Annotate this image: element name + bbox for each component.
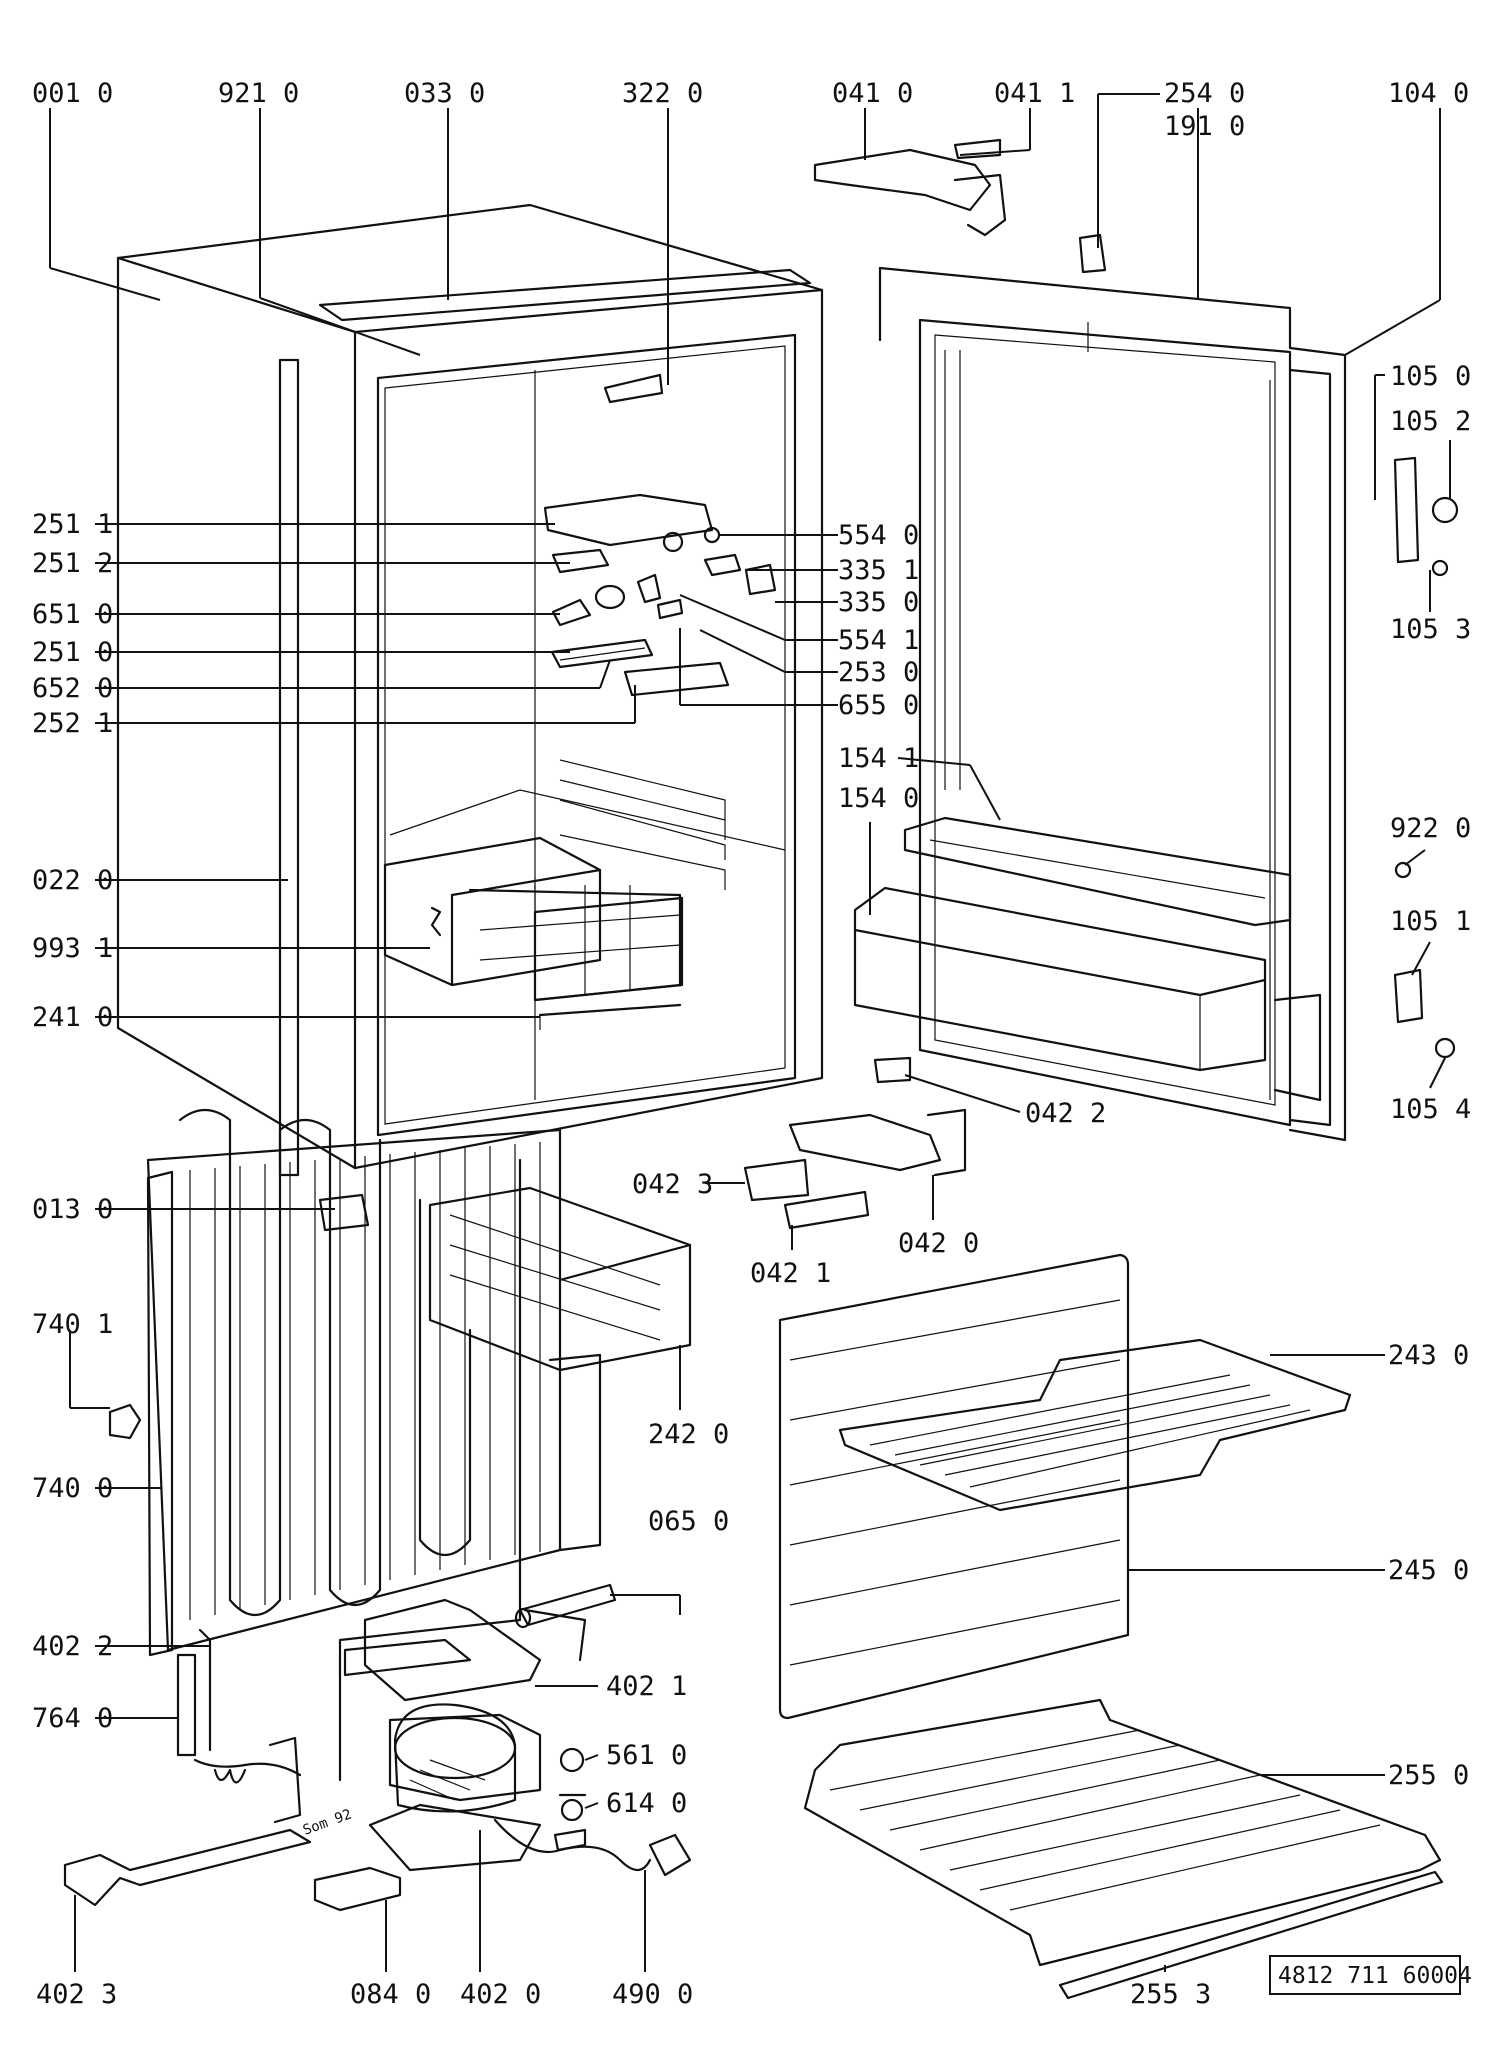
small-compressor-parts — [553, 1747, 587, 1852]
glass-shelf — [778, 1253, 1130, 1720]
label-042-0: 042 0 — [898, 1228, 979, 1259]
compressor-bracket — [363, 1598, 587, 1702]
label-042-1: 042 1 — [750, 1258, 831, 1289]
label-561-0: 561 0 — [606, 1740, 687, 1771]
reference-number-box: 4812 711 60004 — [1269, 1955, 1472, 1995]
support-rail — [63, 1736, 312, 1907]
label-001-0: 001 0 — [32, 78, 113, 109]
label-335-1: 335 1 — [838, 555, 919, 586]
label-651-0: 651 0 — [32, 599, 113, 630]
label-255-0: 255 0 — [1388, 1760, 1469, 1791]
leader-lines — [49, 93, 1451, 1972]
drier-tube — [514, 1583, 617, 1629]
cabinet — [116, 203, 824, 1177]
part-labels: 001 0 921 0 033 0 322 0 041 0 041 1 254 … — [32, 78, 1471, 2010]
label-252-1: 252 1 — [32, 708, 113, 739]
label-740-1: 740 1 — [32, 1309, 113, 1340]
label-104-0: 104 0 — [1388, 78, 1469, 109]
label-251-2: 251 2 — [32, 548, 113, 579]
label-105-1: 105 1 — [1390, 906, 1471, 937]
label-764-0: 764 0 — [32, 1703, 113, 1734]
condenser — [108, 1108, 602, 1782]
label-084-0: 084 0 — [350, 1979, 431, 2010]
label-322-0: 322 0 — [622, 78, 703, 109]
wire-shelf — [838, 1338, 1352, 1512]
label-243-0: 243 0 — [1388, 1340, 1469, 1371]
label-041-0: 041 0 — [832, 78, 913, 109]
thermostat-assembly — [543, 373, 777, 697]
compressor-mount — [313, 1866, 402, 1912]
label-652-0: 652 0 — [32, 673, 113, 704]
drip-tray — [428, 1186, 692, 1372]
label-033-0: 033 0 — [404, 78, 485, 109]
label-154-1: 154 1 — [838, 743, 919, 774]
label-655-0: 655 0 — [838, 690, 919, 721]
label-490-0: 490 0 — [612, 1979, 693, 2010]
label-242-0: 242 0 — [648, 1419, 729, 1450]
label-042-3: 042 3 — [632, 1169, 713, 1200]
label-254-0: 254 0 — [1164, 78, 1245, 109]
label-922-0: 922 0 — [1390, 813, 1471, 844]
label-614-0: 614 0 — [606, 1788, 687, 1819]
crisper-cover — [803, 1698, 1442, 1967]
crisper-trim-strip — [1058, 1870, 1444, 2000]
filter-drier — [176, 1653, 302, 1784]
compressor — [343, 1638, 542, 1872]
reference-number: 4812 711 60004 — [1278, 1963, 1472, 1989]
label-554-0: 554 0 — [838, 520, 919, 551]
label-402-0: 402 0 — [460, 1979, 541, 2010]
label-105-0: 105 0 — [1390, 361, 1471, 392]
label-402-1: 402 1 — [606, 1671, 687, 1702]
label-191-0: 191 0 — [1164, 111, 1245, 142]
label-255-3: 255 3 — [1130, 1979, 1211, 2010]
label-253-0: 253 0 — [838, 657, 919, 688]
label-554-1: 554 1 — [838, 625, 919, 656]
label-402-3: 402 3 — [36, 1979, 117, 2010]
label-251-1: 251 1 — [32, 509, 113, 540]
label-065-0: 065 0 — [648, 1506, 729, 1537]
hinges — [743, 138, 1459, 1230]
label-993-1: 993 1 — [32, 933, 113, 964]
freezer-compartment — [383, 836, 684, 1030]
label-740-0: 740 0 — [32, 1473, 113, 1504]
label-245-0: 245 0 — [1388, 1555, 1469, 1586]
label-105-4: 105 4 — [1390, 1094, 1471, 1125]
power-cord — [493, 1818, 692, 1877]
label-921-0: 921 0 — [218, 78, 299, 109]
label-154-0: 154 0 — [838, 783, 919, 814]
label-105-2: 105 2 — [1390, 406, 1471, 437]
label-042-2: 042 2 — [1025, 1098, 1106, 1129]
label-402-2: 402 2 — [32, 1631, 113, 1662]
stamp-text: Som 92 — [301, 1806, 354, 1838]
label-335-0: 335 0 — [838, 587, 919, 618]
label-105-3: 105 3 — [1390, 614, 1471, 645]
door — [853, 266, 1347, 1142]
label-013-0: 013 0 — [32, 1194, 113, 1225]
label-041-1: 041 1 — [994, 78, 1075, 109]
label-251-0: 251 0 — [32, 637, 113, 668]
label-022-0: 022 0 — [32, 865, 113, 896]
label-241-0: 241 0 — [32, 1002, 113, 1033]
